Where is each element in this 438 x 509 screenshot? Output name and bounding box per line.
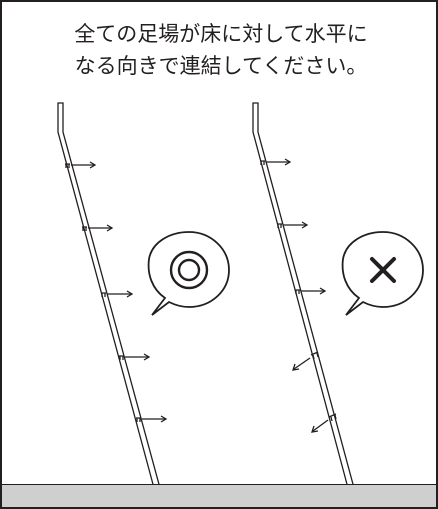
step-horizontal	[119, 353, 151, 361]
instruction-line-1: 全ての足場が床に対して水平に	[74, 22, 368, 46]
correct-speech-bubble	[147, 231, 230, 316]
step-horizontal	[260, 158, 292, 166]
step-reversed	[311, 413, 337, 433]
incorrect-speech-bubble	[341, 231, 424, 316]
instruction-line-2: なる向きで連結してください。	[74, 54, 368, 78]
ladder-rail	[57, 102, 161, 489]
floor	[2, 484, 436, 507]
ladder-rail	[252, 102, 355, 489]
step-horizontal	[101, 290, 134, 298]
instruction-text: 全ての足場が床に対して水平に なる向きで連結してください。	[2, 18, 436, 82]
cross-icon	[370, 257, 396, 283]
step-horizontal	[295, 287, 327, 295]
correct-ladder	[57, 102, 168, 489]
double-circle-icon	[169, 250, 209, 290]
step-horizontal	[277, 221, 309, 229]
incorrect-ladder	[252, 102, 355, 489]
step-reversed	[292, 351, 319, 371]
step-horizontal	[136, 415, 168, 423]
step-horizontal	[82, 224, 114, 232]
step-horizontal	[65, 161, 97, 169]
